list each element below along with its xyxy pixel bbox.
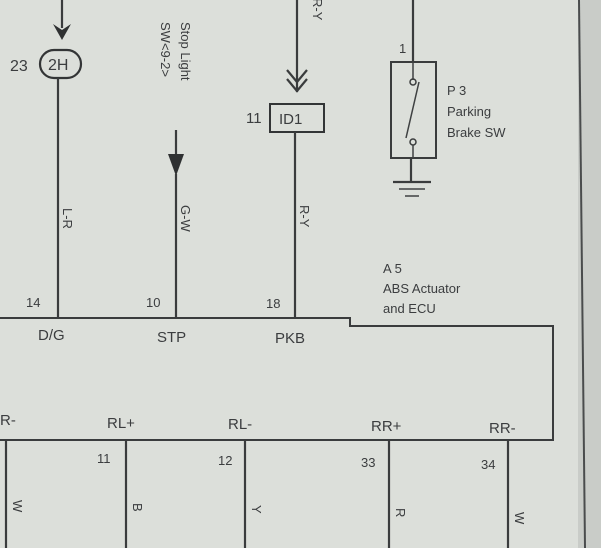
ecu-box-outline bbox=[0, 317, 554, 441]
bottom-wire-color-r: R bbox=[393, 508, 408, 517]
connector-2h-id: 2H bbox=[48, 57, 68, 74]
connector-2h-pin: 23 bbox=[10, 58, 28, 75]
wire-color-lr: L-R bbox=[60, 208, 75, 229]
ecu-pin-number-pkb: 18 bbox=[266, 296, 280, 311]
parking-brake-terminal-top bbox=[409, 78, 417, 86]
stop-light-label-line1: Stop Light bbox=[178, 22, 193, 81]
ecu-terminal-r-minus: R- bbox=[0, 412, 16, 429]
parking-brake-label-line1: Parking bbox=[447, 104, 491, 119]
ecu-bottom-pin-33: 33 bbox=[361, 455, 375, 470]
ecu-pin-name-pkb: PKB bbox=[275, 330, 305, 347]
parking-brake-ref: P 3 bbox=[447, 83, 466, 98]
bottom-wire-color-w-left: W bbox=[10, 500, 25, 513]
connector-id1-id: ID1 bbox=[279, 111, 302, 128]
connector-id1-chevron-2 bbox=[286, 78, 308, 93]
parking-brake-blade bbox=[405, 81, 420, 139]
ecu-terminal-rl-plus: RL+ bbox=[107, 415, 135, 432]
ecu-pin-number-dg: 14 bbox=[26, 295, 40, 310]
parking-brake-pin: 1 bbox=[399, 41, 406, 56]
ecu-pin-number-stp: 10 bbox=[146, 295, 160, 310]
page-border-line bbox=[578, 0, 586, 548]
bottom-wire-color-w-right: W bbox=[512, 512, 527, 525]
connector-id1-chevron-1 bbox=[286, 69, 308, 84]
ecu-terminal-rl-minus: RL- bbox=[228, 416, 252, 433]
ecu-bottom-pin-34: 34 bbox=[481, 457, 495, 472]
parking-brake-label-line2: Brake SW bbox=[447, 125, 506, 140]
wire-color-ry: R-Y bbox=[297, 205, 312, 228]
connector-id1-pin: 11 bbox=[246, 110, 262, 127]
connector-2h-box bbox=[38, 48, 83, 80]
ecu-terminal-rr-plus: RR+ bbox=[371, 418, 402, 435]
stop-light-arrow bbox=[168, 154, 184, 176]
connector-id1-box bbox=[269, 103, 325, 133]
ecu-terminal-rr-minus: RR- bbox=[489, 420, 516, 437]
ecu-bottom-pin-11: 11 bbox=[97, 451, 111, 466]
bottom-wire-color-y: Y bbox=[249, 505, 264, 514]
stop-light-label-line2: SW<9-2> bbox=[158, 22, 173, 77]
ecu-ref: A 5 bbox=[383, 261, 402, 276]
ecu-bottom-pin-12: 12 bbox=[218, 453, 232, 468]
ecu-pin-name-dg: D/G bbox=[38, 327, 65, 344]
bottom-wire-color-b: B bbox=[130, 503, 145, 512]
wire-color-gw: G-W bbox=[178, 205, 193, 232]
top-wire-color: R-Y bbox=[310, 0, 325, 21]
ecu-label-line2: and ECU bbox=[383, 301, 436, 316]
ecu-label-line1: ABS Actuator bbox=[383, 281, 461, 296]
ecu-pin-name-stp: STP bbox=[157, 329, 186, 346]
connector-2h-arrow bbox=[53, 24, 71, 40]
